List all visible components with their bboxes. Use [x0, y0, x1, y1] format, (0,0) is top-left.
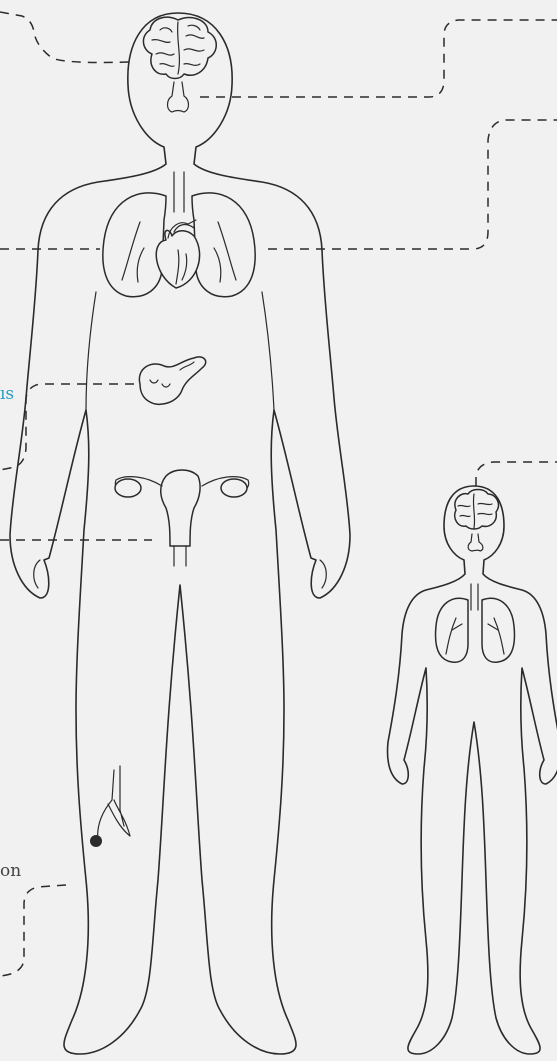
adult-nose	[168, 82, 189, 112]
pancreas-label-fragment: ıs	[0, 386, 14, 403]
injection-label-fragment: on	[0, 863, 21, 880]
leader-line-injection	[0, 885, 66, 976]
adult-pancreas	[139, 357, 205, 404]
leader-line-lungs	[268, 120, 557, 249]
adult-left-thumb	[34, 560, 40, 588]
child-nose	[468, 534, 483, 551]
adult-trachea	[174, 172, 184, 212]
leader-line-pancreas	[0, 384, 134, 470]
child-trachea	[471, 584, 478, 610]
leader-line-child-brain	[476, 462, 557, 486]
adult-figure	[10, 13, 350, 1054]
leader-line-nose	[200, 20, 557, 97]
adult-brain	[143, 17, 216, 78]
child-lungs	[436, 598, 515, 662]
adult-uterus	[115, 470, 249, 566]
adult-injection-site	[90, 766, 130, 847]
adult-right-thumb	[320, 560, 326, 588]
child-brain	[455, 490, 499, 530]
child-body-outline	[388, 486, 557, 1054]
adult-left-arm-line	[86, 292, 96, 410]
adult-right-arm-line	[262, 292, 274, 410]
leader-line-brain-left	[0, 12, 130, 63]
child-figure	[388, 486, 557, 1054]
